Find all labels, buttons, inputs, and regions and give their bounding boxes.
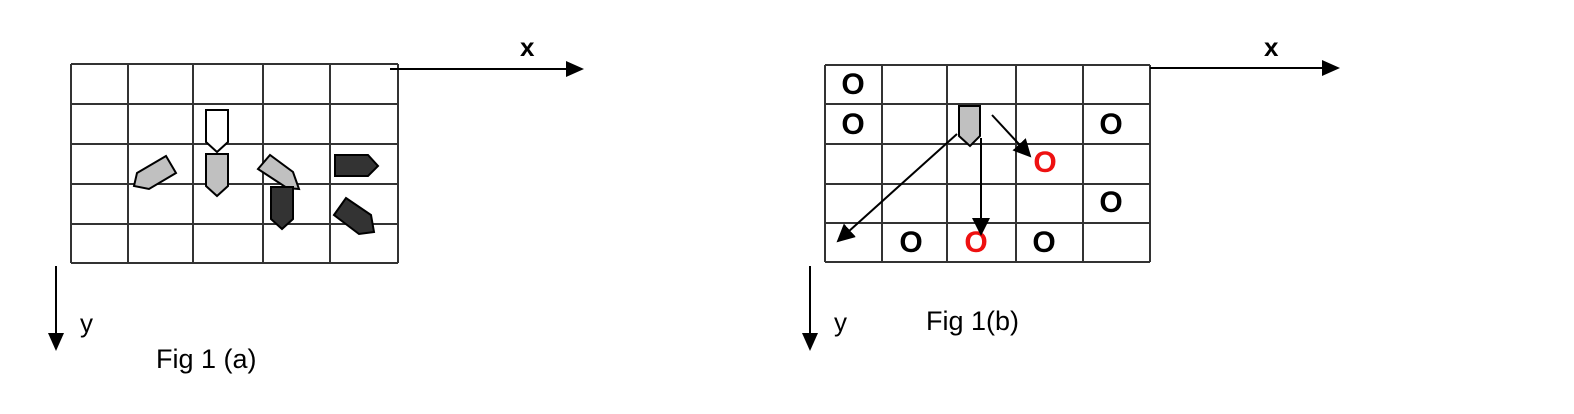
y-axis-arrow-icon [48,333,64,351]
agent-arrow-icon [958,105,981,148]
figure-caption-1b: Fig 1(b) [926,306,1019,336]
grid-1a [70,63,399,264]
grid-1b [824,64,1151,263]
x-axis-1a: x [390,32,584,77]
x-axis-label: x [520,32,535,62]
obstacle-marker: O [1099,108,1122,141]
obstacle-marker: O [1032,226,1055,259]
vector-to-red-o [991,114,1032,158]
x-axis-arrow-icon [566,61,584,77]
x-axis-arrow-icon [1322,60,1340,76]
obstacle-marker: O [964,226,987,259]
y-axis-1a: y [48,266,93,351]
vectors-1b [836,114,1032,243]
arrow-shape-white-down-icon [205,109,229,154]
arrow-shape-gray-up-right-icon [132,154,178,191]
vector-to-bottom-left [836,133,958,243]
arrow-shape-gray-down-right-icon [256,153,301,191]
obstacle-marker: O [899,226,922,259]
figure-1a: x y Fig 1 (a) [48,32,584,374]
arrow-shape-dark-right-icon [334,154,380,177]
obstacle-marker: O [1099,186,1122,219]
arrow-shape-gray-down-icon [205,153,229,198]
arrow-shapes-1a [132,109,380,236]
obstacle-marker: O [1033,146,1056,179]
x-axis-1b: x [1150,32,1340,76]
arrow-shape-dark-down-icon [270,186,294,231]
obstacle-marker: O [841,108,864,141]
y-axis-label: y [80,308,93,338]
y-axis-label: y [834,307,847,337]
obstacle-marker: O [841,68,864,101]
x-axis-label: x [1264,32,1279,62]
y-axis-1b: y [802,266,847,351]
figure-caption-1a: Fig 1 (a) [156,344,257,374]
y-axis-arrow-icon [802,333,818,351]
arrow-shape-dark-down-right-icon [332,196,376,236]
agent-1b [958,105,981,148]
